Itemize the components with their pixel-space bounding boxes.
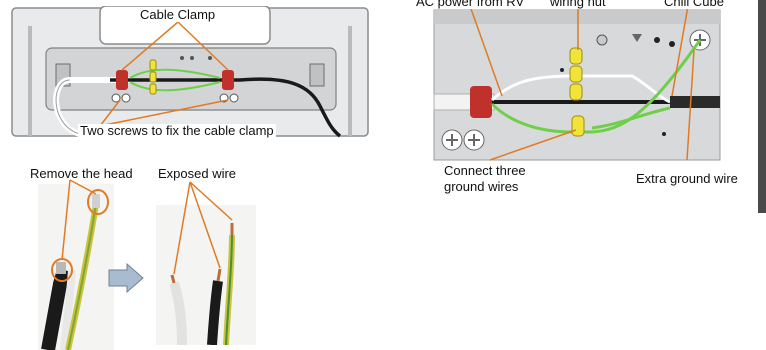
connect-ground-label-line1: Connect three [444, 163, 526, 178]
extra-ground-label: Extra ground wire [636, 171, 738, 186]
cable-clamp-diagram [11, 6, 369, 138]
remove-head-leaders [61, 179, 97, 261]
right-arrow-icon [108, 262, 144, 294]
chill-cube-label: Chill Cube [662, 0, 726, 9]
remove-head-label: Remove the head [30, 166, 133, 181]
connect-ground-label-line2: ground wires [444, 179, 519, 194]
ac-power-label: AC power from RV [414, 0, 527, 9]
wire-photo-after [156, 205, 256, 345]
exposed-wire-leaders [173, 181, 233, 275]
wire-photo-before [38, 184, 114, 350]
two-screws-label: Two screws to fix the cable clamp [78, 123, 276, 138]
wiring-connection-diagram [433, 5, 721, 161]
exposed-wire-label: Exposed wire [158, 166, 237, 181]
wiring-nut-label: wiring nut [548, 0, 608, 9]
page-edge-bar [758, 0, 766, 213]
cable-clamp-label: Cable Clamp [138, 7, 218, 22]
